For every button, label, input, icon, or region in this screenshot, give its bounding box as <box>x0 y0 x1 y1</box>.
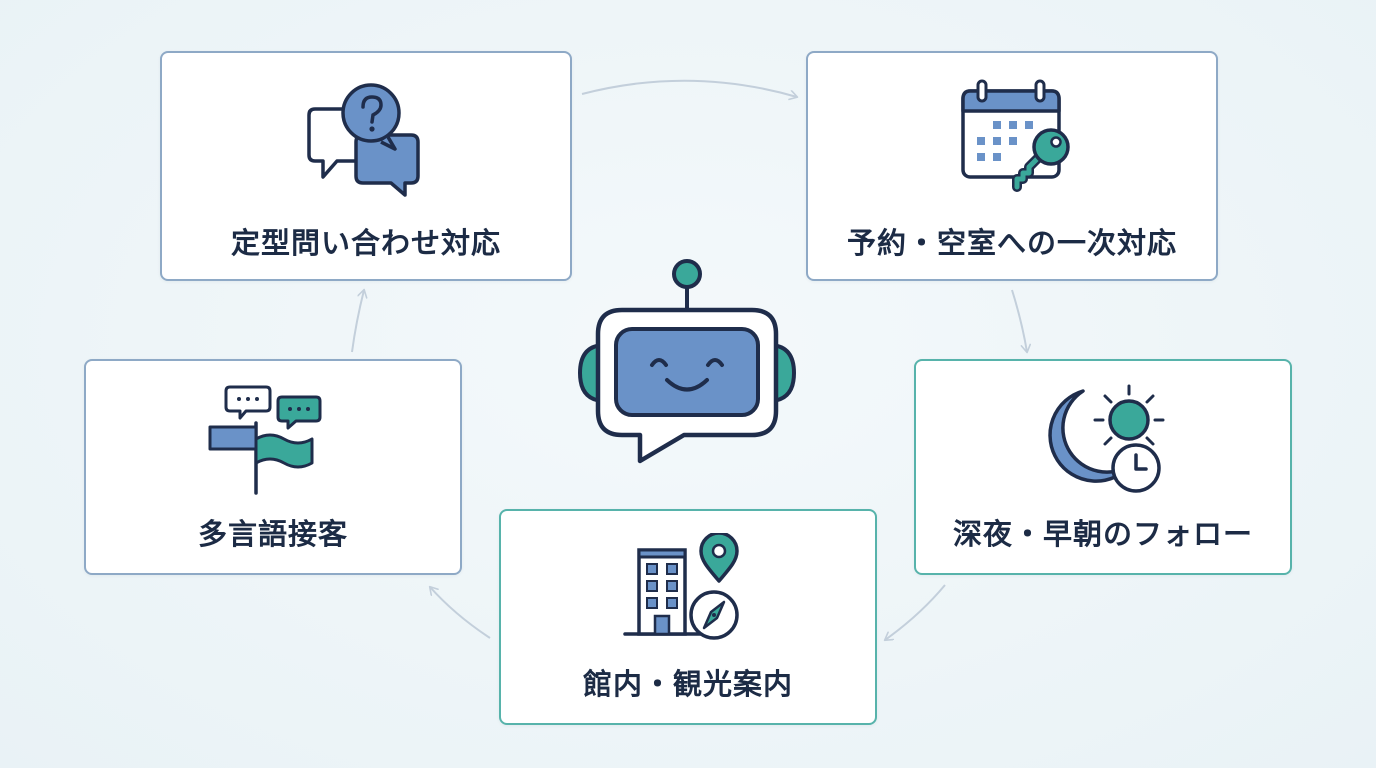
card-label: 館内・観光案内 <box>582 667 793 701</box>
arrow-card5-to-card1 <box>351 290 364 353</box>
building-map-pin-compass-icon <box>623 533 739 640</box>
card-inquiry: 定型問い合わせ対応 <box>160 51 572 281</box>
arrow-card2-to-card3 <box>1011 289 1027 352</box>
speech-bubbles-flags-icon <box>208 385 322 495</box>
calendar-key-icon <box>961 79 1070 192</box>
card-night-morning: 深夜・早朝のフォロー <box>914 359 1292 575</box>
card-label: 多言語接客 <box>197 517 348 551</box>
moon-sun-clock-icon <box>1048 384 1165 493</box>
arrow-card4-to-card5 <box>430 587 491 639</box>
question-chat-bubbles-icon <box>307 83 420 197</box>
card-label: 深夜・早朝のフォロー <box>952 517 1253 551</box>
arrow-card1-to-card2 <box>581 79 797 97</box>
card-multilingual: 多言語接客 <box>84 359 462 575</box>
card-reservation: 予約・空室への一次対応 <box>806 51 1218 281</box>
chatbot-robot-icon <box>578 259 796 464</box>
card-facility-guide: 館内・観光案内 <box>499 509 877 725</box>
arrow-card3-to-card4 <box>885 584 946 640</box>
card-label: 定型問い合わせ対応 <box>230 226 501 260</box>
card-label: 予約・空室への一次対応 <box>846 226 1177 260</box>
